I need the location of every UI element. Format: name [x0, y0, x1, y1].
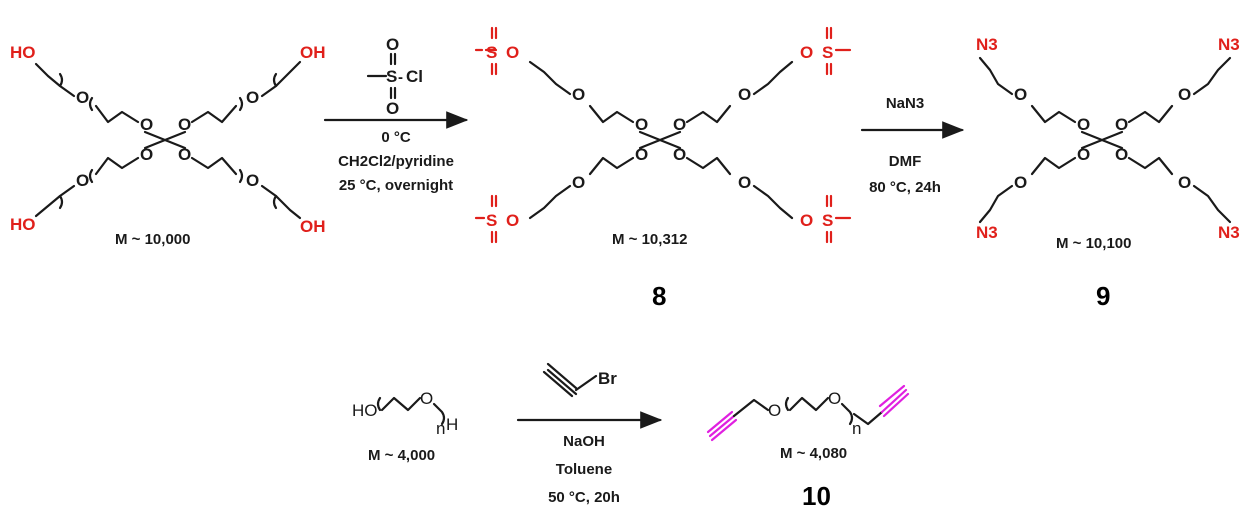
condition-solvent: DMF [889, 153, 922, 170]
atom-o: O [572, 173, 585, 192]
mass-label: M ~ 10,100 [1056, 235, 1131, 252]
mesyl-s: S [822, 43, 833, 62]
reagent-atom-o: O [386, 99, 399, 118]
azide-n3: N3 [1218, 223, 1240, 242]
end-group-oh: OH [300, 43, 326, 62]
atom-o: O [572, 85, 585, 104]
svg-text:-: - [398, 69, 403, 86]
atom-o: O [178, 145, 191, 164]
atom-o: O [673, 115, 686, 134]
compound-number: 8 [652, 281, 666, 311]
atom-o: O [1077, 145, 1090, 164]
mesyl-o: O [506, 211, 519, 230]
atom-o: O [76, 171, 89, 190]
mesyl-s: S [822, 211, 833, 230]
azide-n3: N3 [976, 223, 998, 242]
atom-o: O [738, 173, 751, 192]
atom-o: O [768, 401, 781, 420]
compound-10: O O n M ~ 4,080 10 [706, 384, 910, 511]
atom-o: O [1115, 145, 1128, 164]
atom-o: O [738, 85, 751, 104]
atom-o: O [1178, 85, 1191, 104]
atom-o: O [1014, 173, 1027, 192]
compound-number: 9 [1096, 281, 1110, 311]
reagent-atom-o: O [386, 35, 399, 54]
mesyl-s: S [486, 43, 497, 62]
mesyl-o: O [800, 43, 813, 62]
condition-base: NaOH [563, 433, 605, 450]
reagent-atom-s: S [386, 67, 397, 86]
reagent-atom-br: Br [598, 369, 617, 388]
mesyl-o: O [800, 211, 813, 230]
reagent-atom-cl: Cl [406, 67, 423, 86]
condition-solvent: Toluene [556, 461, 612, 478]
atom-o: O [420, 389, 433, 408]
condition-solvent: CH2Cl2/pyridine [338, 153, 454, 170]
condition-time: 25 °C, overnight [339, 177, 453, 194]
mass-label: M ~ 4,080 [780, 445, 847, 462]
compound-number: 10 [802, 481, 831, 511]
atom-o: O [635, 145, 648, 164]
azide-n3: N3 [976, 35, 998, 54]
atom-o: O [246, 171, 259, 190]
subscript-n: n [436, 419, 445, 438]
compound-peg-oh: HO O n H M ~ 4,000 [352, 389, 458, 464]
subscript-n: n [852, 419, 861, 438]
compound-8: O O O O O O S O O S O O S O O S M ~ 10,3… [474, 26, 852, 311]
atom-o: O [246, 88, 259, 107]
atom-o: O [76, 88, 89, 107]
azide-n3: N3 [1218, 35, 1240, 54]
atom-o: O [1115, 115, 1128, 134]
reaction-step-1: O S - Cl O 0 °C CH2Cl2/pyridine 25 °C, o… [323, 35, 469, 194]
atom-o: O [178, 115, 191, 134]
atom-o: O [1014, 85, 1027, 104]
end-group-ho: HO [10, 215, 36, 234]
mesyl-o: O [506, 43, 519, 62]
atom-o: O [1178, 173, 1191, 192]
condition-temp-time: 80 °C, 24h [869, 179, 941, 196]
compound-peg4-oh: O O O O O HO O OH O HO O OH M ~ 10,000 [10, 43, 326, 248]
formula-ho: HO [352, 401, 378, 420]
atom-o: O [140, 145, 153, 164]
atom-o: O [635, 115, 648, 134]
reaction-step-3: Br NaOH Toluene 50 °C, 20h [516, 362, 663, 506]
end-group-oh: OH [300, 217, 326, 236]
condition-temp: 0 °C [381, 129, 411, 146]
mass-label: M ~ 4,000 [368, 447, 435, 464]
mass-label: M ~ 10,312 [612, 231, 687, 248]
atom-o: O [673, 145, 686, 164]
condition-temp-time: 50 °C, 20h [548, 489, 620, 506]
atom-o: O [140, 115, 153, 134]
atom-o: O [828, 389, 841, 408]
mesyl-s: S [486, 211, 497, 230]
end-group-ho: HO [10, 43, 36, 62]
atom-o: O [1077, 115, 1090, 134]
end-h: H [446, 415, 458, 434]
reaction-step-2: NaN3 DMF 80 °C, 24h [860, 95, 965, 196]
mass-label: M ~ 10,000 [115, 231, 190, 248]
reagent-nan3: NaN3 [886, 95, 924, 112]
compound-9: O O O O O N3 O N3 O N3 O N3 M ~ 10,100 9 [976, 35, 1240, 311]
